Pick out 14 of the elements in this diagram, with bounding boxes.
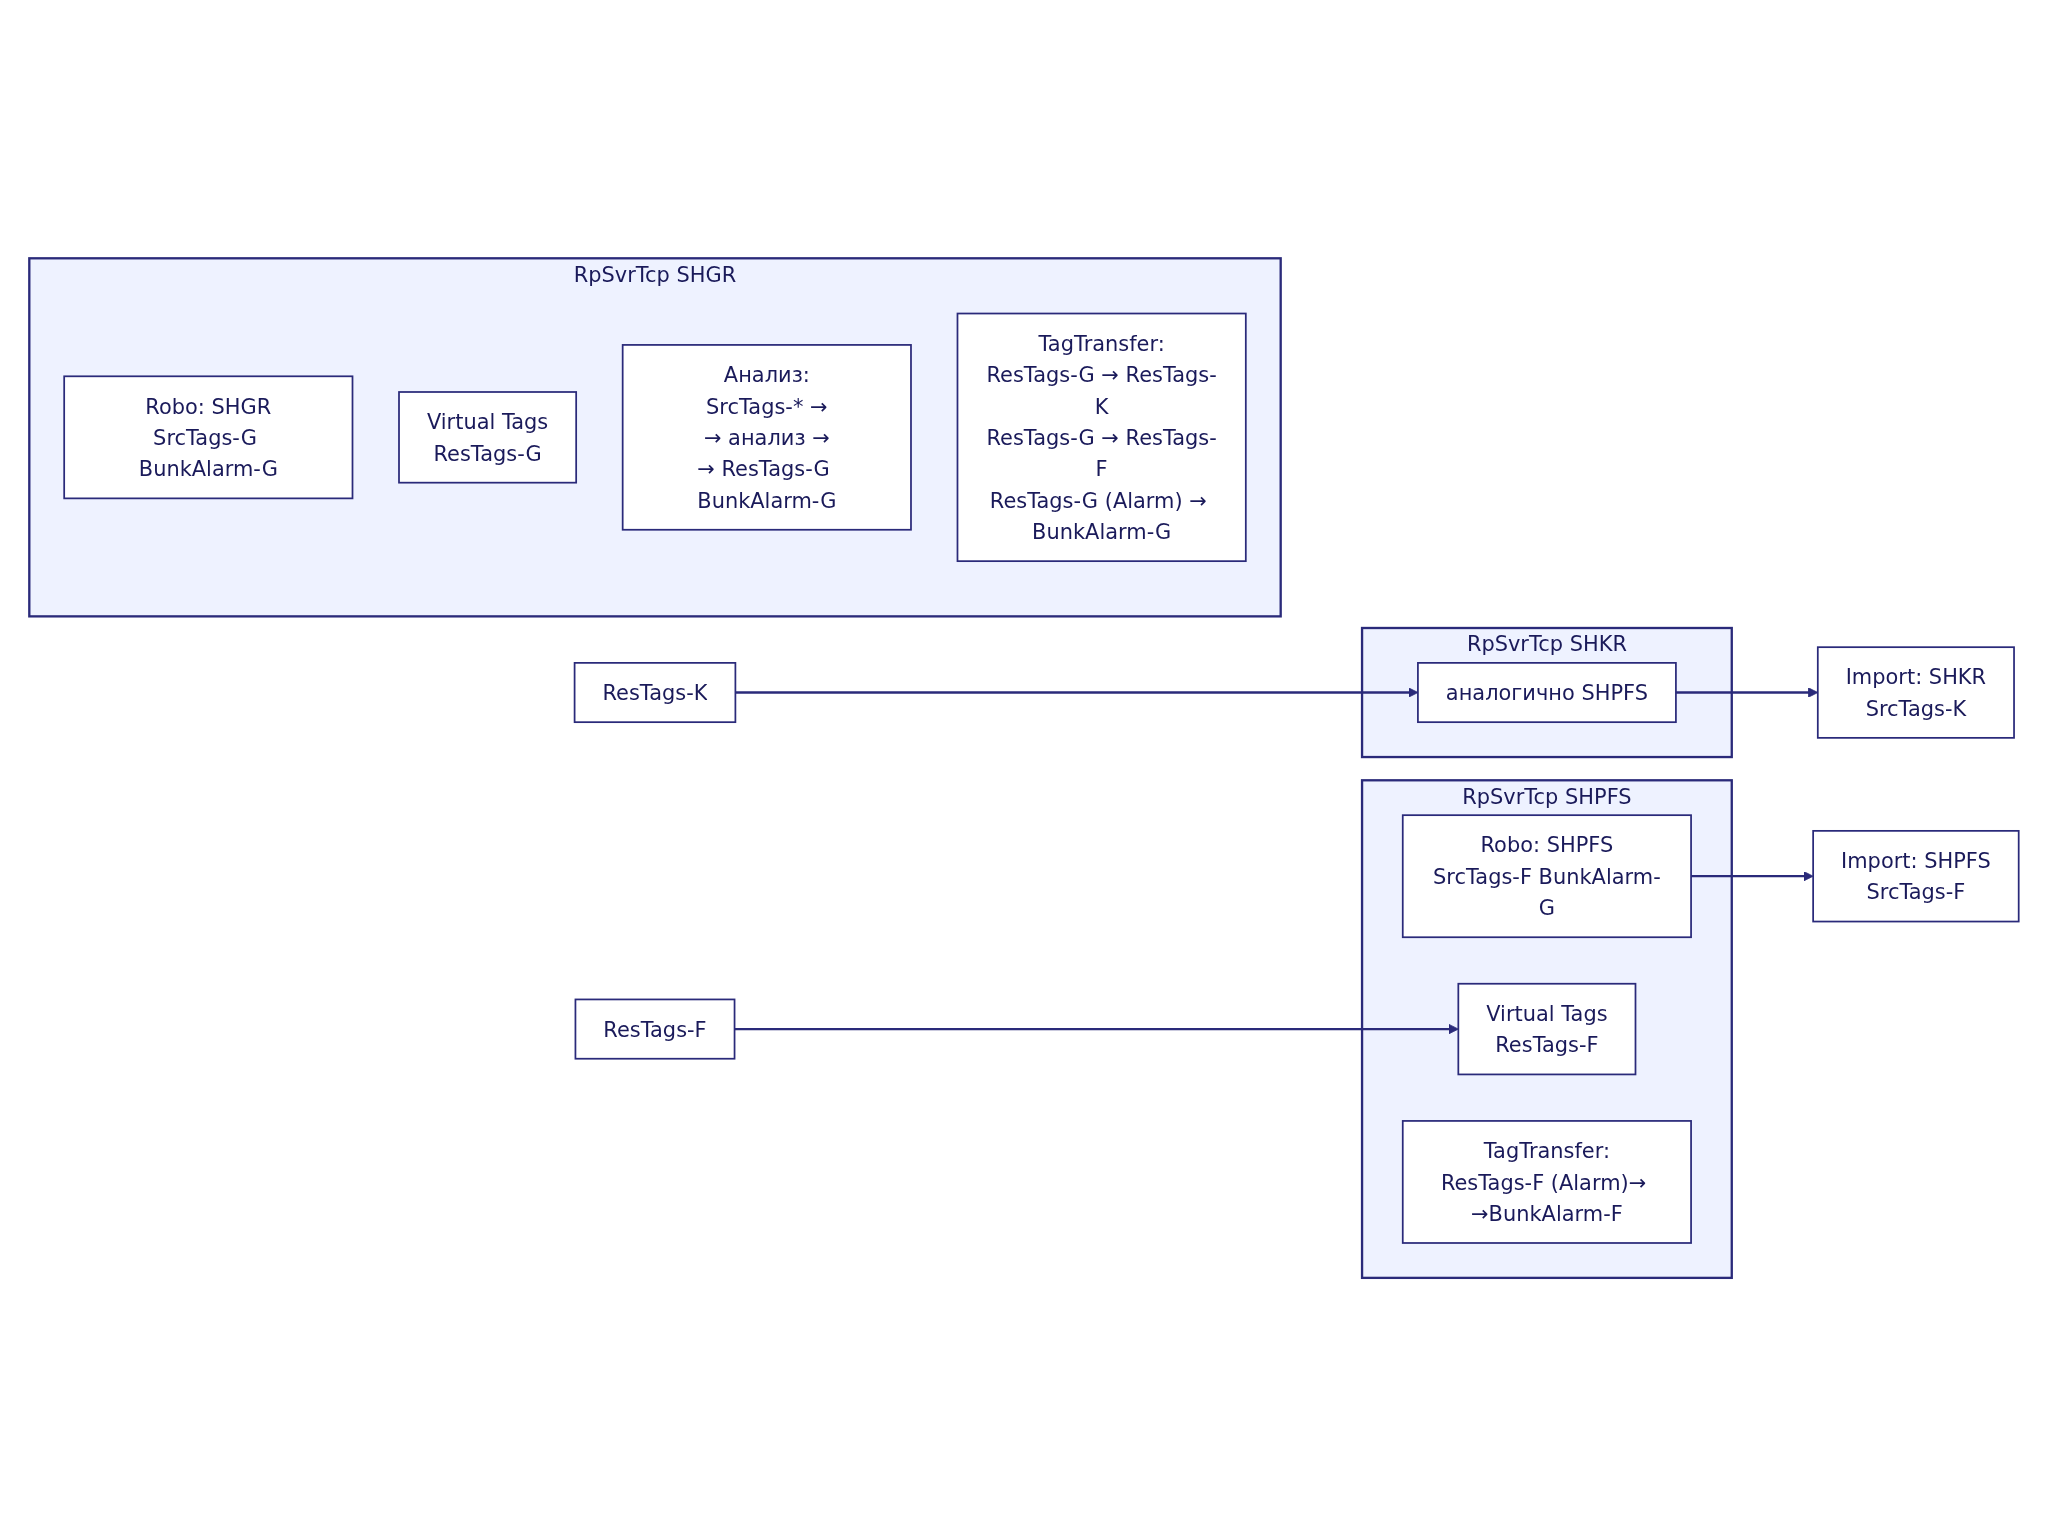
node-box: Robo: SHGR SrcTags-G BunkAlarm-G <box>63 375 354 500</box>
node-box: ResTags-F <box>574 998 736 1060</box>
node-box: ResTags-K <box>573 661 737 723</box>
node-box: Robo: SHPFS SrcTags-F BunkAlarm-G <box>1401 814 1692 938</box>
node-box: TagTransfer: ResTags-G → ResTags-K ResTags-G → ResTags-F ResTags-G (Alarm) → BunkAlarm-G <box>956 312 1247 562</box>
node-box: Import: SHKR SrcTags-K <box>1816 646 2015 739</box>
arrow <box>1691 871 1814 882</box>
node-box: Virtual Tags ResTags-G <box>398 391 578 484</box>
node-box: Virtual Tags ResTags-F <box>1457 982 1637 1076</box>
arrow <box>734 1023 1459 1035</box>
node-box: TagTransfer: ResTags-F (Alarm)→ →BunkAlarm-F <box>1401 1119 1692 1244</box>
node-box: Import: SHPFS SrcTags-F <box>1812 829 2020 923</box>
node-box: Анализ: SrcTags-* → → анализ → → ResTags-G BunkAlarm-G <box>621 343 912 531</box>
node-box: аналогично SHPFS <box>1417 661 1677 723</box>
